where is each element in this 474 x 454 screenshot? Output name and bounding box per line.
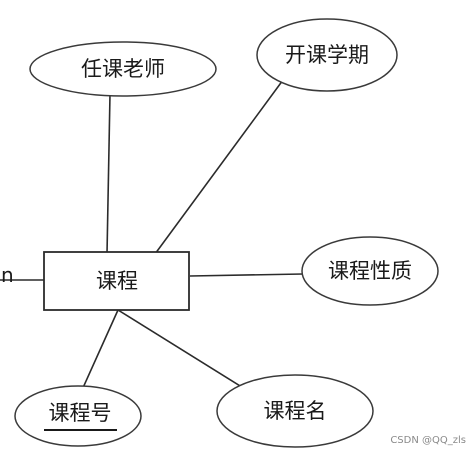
attribute-teacher-label: 任课老师 (81, 57, 165, 81)
attribute-course-id-label: 课程号 (49, 401, 112, 425)
cardinality-label: n (1, 263, 14, 287)
edge-nature (189, 273, 304, 277)
attribute-course-name: 课程名 (216, 374, 374, 448)
watermark: CSDN @QQ_zls (390, 435, 466, 446)
edge-semester (154, 79, 284, 255)
attribute-nature: 课程性质 (301, 236, 439, 306)
entity-course: 课程 (43, 251, 190, 311)
edge-teacher (106, 93, 111, 255)
attribute-course-id: 课程号 (14, 385, 142, 447)
attribute-course-name-label: 课程名 (264, 399, 327, 423)
attribute-teacher: 任课老师 (29, 41, 217, 97)
attribute-semester: 开课学期 (256, 18, 398, 92)
attribute-semester-label: 开课学期 (285, 43, 369, 67)
edge-course-id (81, 309, 119, 391)
attribute-nature-label: 课程性质 (328, 259, 412, 283)
edge-course-name (117, 309, 246, 390)
entity-course-label: 课程 (96, 269, 138, 293)
